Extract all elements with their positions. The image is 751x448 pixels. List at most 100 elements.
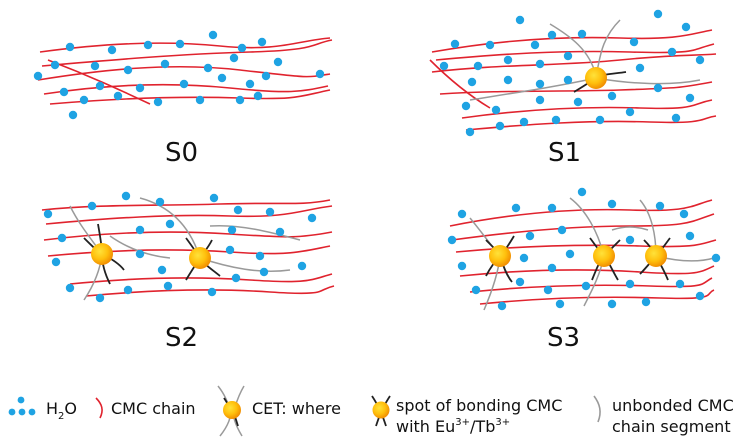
- s2-water-molecules: [43, 191, 317, 303]
- water-dot: [160, 59, 170, 69]
- water-dot: [207, 287, 217, 297]
- water-dot: [635, 63, 645, 73]
- s3-chain: [469, 277, 713, 293]
- water-dot: [577, 187, 587, 197]
- s1-chain: [435, 43, 715, 61]
- water-dot: [123, 285, 133, 295]
- legend-unbonded-line2: chain segment: [612, 417, 731, 436]
- water-dot: [515, 277, 525, 287]
- water-dot: [51, 257, 61, 267]
- water-dot: [233, 205, 243, 215]
- s1-chain: [461, 99, 713, 119]
- water-dot: [121, 191, 131, 201]
- panel-label-s2: S2: [165, 323, 198, 353]
- water-dot: [515, 15, 525, 25]
- legend-cet-label: CET: where: [252, 399, 341, 418]
- s1-unbonded-segment: [595, 77, 701, 85]
- water-dot: [307, 213, 317, 223]
- s2-chain: [85, 285, 335, 297]
- s1-chain: [439, 81, 713, 95]
- water-dot: [135, 83, 145, 93]
- eu-tb-ion-node: [585, 67, 607, 89]
- water-dot: [511, 203, 521, 213]
- water-dot: [495, 121, 505, 131]
- water-dot: [535, 59, 545, 69]
- water-dot: [485, 40, 495, 50]
- water-dot: [257, 37, 267, 47]
- s3-chain: [459, 265, 715, 277]
- water-dot: [135, 225, 145, 235]
- legend-water-dot: [28, 408, 36, 416]
- water-dot: [681, 22, 691, 32]
- water-dot: [547, 30, 557, 40]
- water-dot: [503, 75, 513, 85]
- water-dot: [447, 235, 457, 245]
- s2-chain: [45, 205, 333, 225]
- water-dot: [227, 225, 237, 235]
- water-dot: [255, 251, 265, 261]
- s2-chain: [43, 231, 333, 241]
- s1-ion-nodes: [585, 67, 607, 89]
- s0-chain: [37, 65, 331, 81]
- water-dot: [625, 107, 635, 117]
- eu-tb-ion-node: [189, 247, 211, 269]
- water-dot: [275, 227, 285, 237]
- water-dot: [675, 279, 685, 289]
- water-dot: [607, 299, 617, 309]
- s2-cmc-chains: [41, 199, 335, 297]
- water-dot: [65, 42, 75, 52]
- s3-water-molecules: [447, 187, 721, 311]
- legend-water-label: H2O: [46, 399, 77, 422]
- water-dot: [655, 201, 665, 211]
- water-dot: [565, 249, 575, 259]
- panel-s1: S1: [429, 9, 717, 168]
- legend-unbonded-line1: unbonded CMC: [612, 396, 734, 415]
- water-dot: [461, 101, 471, 111]
- s1-unbonded-segment: [549, 23, 597, 77]
- red-chain-icon: [95, 397, 103, 419]
- legend-water-dot: [17, 396, 25, 404]
- legend: H2O CMC chain CET: where spot of bonding…: [8, 385, 734, 437]
- s3-unbonded-segment: [611, 226, 649, 231]
- water-dot: [237, 43, 247, 53]
- water-dot: [90, 61, 100, 71]
- water-dot: [679, 209, 689, 219]
- water-dot: [641, 297, 651, 307]
- water-dot: [653, 83, 663, 93]
- legend-water-dot: [18, 408, 26, 416]
- legend-water-dot: [8, 408, 16, 416]
- water-dot: [315, 69, 325, 79]
- water-dot: [235, 95, 245, 105]
- water-dot: [685, 93, 695, 103]
- s1-chain: [429, 59, 491, 109]
- panel-s2: S2: [41, 191, 335, 353]
- water-dot: [671, 113, 681, 123]
- water-dot: [59, 87, 69, 97]
- water-dot: [203, 63, 213, 73]
- eu-tb-ion-node: [489, 245, 511, 267]
- water-dot: [557, 225, 567, 235]
- s2-chain: [41, 199, 331, 211]
- water-dot: [625, 235, 635, 245]
- s3-bonded-segments: [485, 235, 671, 283]
- water-dot: [43, 209, 53, 219]
- water-dot: [79, 95, 89, 105]
- water-dot: [573, 97, 583, 107]
- water-dot: [711, 253, 721, 263]
- water-dot: [95, 81, 105, 91]
- water-dot: [555, 299, 565, 309]
- s1-unbonded-segment: [469, 77, 597, 101]
- legend-water-sub: 2: [58, 411, 64, 422]
- water-dot: [209, 193, 219, 203]
- water-dot: [519, 253, 529, 263]
- water-dot: [135, 249, 145, 259]
- water-dot: [229, 53, 239, 63]
- eu-tb-ion-node: [593, 245, 615, 267]
- water-dot: [179, 79, 189, 89]
- s1-water-molecules: [439, 9, 705, 137]
- legend-bonding-line1: spot of bonding CMC: [396, 396, 562, 415]
- water-dot: [473, 61, 483, 71]
- bonding-icon-ion: [372, 401, 390, 419]
- water-dot: [231, 273, 241, 283]
- s3-chain: [479, 289, 715, 305]
